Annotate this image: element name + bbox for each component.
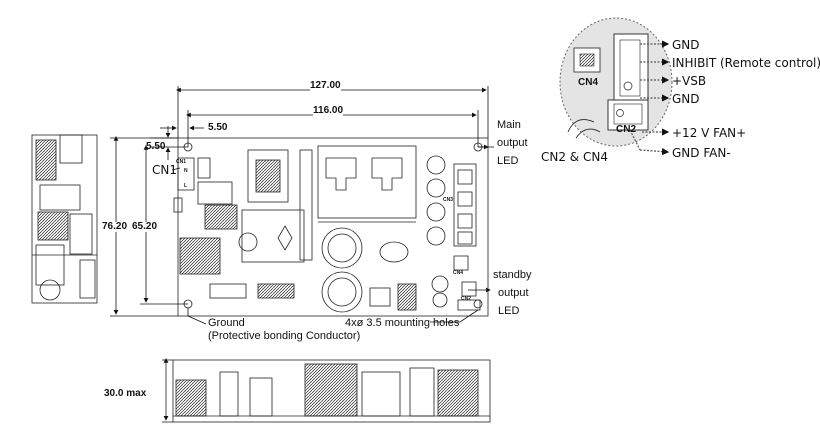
dim-height-max: 30.0 max: [104, 388, 147, 399]
ground-label-line1: Ground: [208, 317, 245, 329]
standby-led-line2: output: [498, 287, 529, 299]
side-view: [31, 134, 98, 304]
detail-cn2-label: CN2: [616, 124, 637, 135]
board-cn2-label: CN2: [461, 296, 472, 302]
ground-label-line2: (Protective bonding Conductor): [208, 330, 361, 342]
connector-detail: [559, 17, 673, 156]
board-top-view: [173, 137, 489, 317]
detail-cn4-label: CN4: [578, 77, 599, 88]
dim-overall-width: 76.20: [102, 221, 128, 232]
pin-label-gnd-2: GND: [672, 92, 700, 106]
board-cn3-label: CN3: [443, 197, 454, 203]
dim-hole-spacing-width: 65.20: [132, 221, 158, 232]
dim-overall-length: 127.00: [310, 80, 341, 91]
pin-label-fan-plus: +12 V FAN+: [672, 126, 747, 140]
pin-label-gnd-1: GND: [672, 38, 700, 52]
cn1-callout: CN1: [152, 163, 177, 177]
board-cn1-label: CN1: [176, 159, 187, 165]
mounting-holes-label: 4xø 3.5 mounting holes: [345, 317, 460, 329]
dim-hole-spacing-length: 116.00: [313, 105, 344, 116]
pin-label-fan-minus: GND FAN-: [672, 146, 731, 160]
detail-caption: CN2 & CN4: [541, 150, 608, 164]
board-cn4-label: CN4: [453, 270, 464, 276]
dim-hole-offset-x: 5.50: [208, 122, 228, 133]
board-l-label: L: [184, 183, 188, 189]
main-led-line1: Main: [497, 119, 521, 131]
main-led-line2: output: [497, 137, 528, 149]
dim-hole-offset-y: 5.50: [146, 141, 166, 152]
board-n-label: N: [184, 168, 188, 174]
pin-label-inhibit: INHIBIT (Remote control): [672, 56, 820, 70]
bottom-view: [162, 358, 491, 423]
dimension-lines: [110, 86, 494, 325]
standby-led-line1: standby: [493, 269, 532, 281]
standby-led-line3: LED: [498, 305, 520, 317]
main-led-line3: LED: [497, 155, 519, 167]
pin-label-vsb: +VSB: [672, 74, 707, 88]
